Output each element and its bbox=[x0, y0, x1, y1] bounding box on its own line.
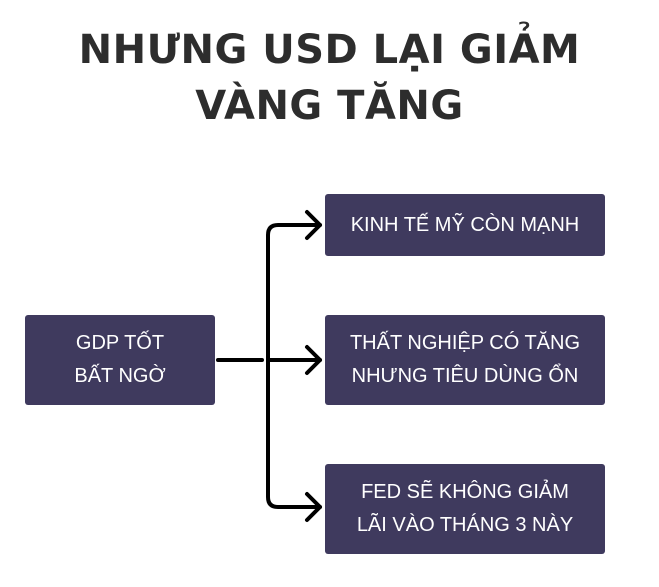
diagram-title: NHƯNG USD LẠI GIẢM VÀNG TĂNG bbox=[0, 22, 659, 134]
target-2-line-1: THẤT NGHIỆP CÓ TĂNG bbox=[349, 332, 581, 354]
target-node-3: FED SẼ KHÔNG GIẢM LÃI VÀO THÁNG 3 NÀY bbox=[325, 464, 605, 554]
connector-branch-bottom bbox=[266, 358, 322, 509]
target-node-2: THẤT NGHIỆP CÓ TĂNG NHƯNG TIÊU DÙNG ỔN bbox=[325, 315, 605, 405]
source-node: GDP TỐT BẤT NGỜ bbox=[25, 315, 215, 405]
title-line-2: VÀNG TĂNG bbox=[195, 83, 464, 129]
target-3-line-1: FED SẼ KHÔNG GIẢM bbox=[361, 481, 569, 503]
target-3-line-2: LÃI VÀO THÁNG 3 NÀY bbox=[356, 514, 574, 536]
arrowhead-icon bbox=[305, 492, 322, 522]
arrowhead-icon bbox=[305, 345, 322, 375]
source-line-2: BẤT NGỜ bbox=[74, 365, 166, 387]
target-2-line-2: NHƯNG TIÊU DÙNG ỔN bbox=[351, 365, 579, 387]
target-1-line-1: KINH TẾ MỸ CÒN MẠNH bbox=[350, 213, 580, 236]
title-line-1: NHƯNG USD LẠI GIẢM bbox=[78, 27, 581, 73]
target-node-1: KINH TẾ MỸ CÒN MẠNH bbox=[325, 194, 605, 256]
source-line-1: GDP TỐT bbox=[75, 332, 165, 354]
arrowhead-icon bbox=[305, 210, 322, 240]
connector-branch-top bbox=[266, 223, 322, 362]
